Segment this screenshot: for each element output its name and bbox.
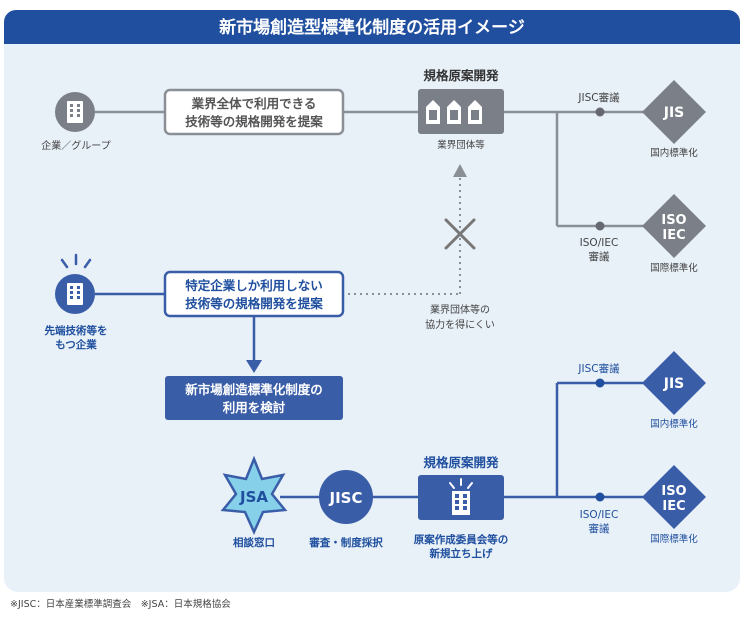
- bottom-dev-caption-line2: 新規立ち上げ: [430, 547, 493, 560]
- bottom-iso-badge-line2: IEC: [662, 499, 685, 514]
- top-iso-caption: 国際標準化: [650, 262, 698, 274]
- top-iso-badge-line2: IEC: [662, 228, 685, 243]
- top-proposal-line1: 業界全体で利用できる: [191, 96, 317, 111]
- company-group-label: 企業／グループ: [41, 139, 110, 152]
- bottom-jis-badge: JIS: [663, 376, 685, 392]
- bottom-jisc-review-label: JISC審議: [577, 362, 620, 375]
- blocked-note-line2: 協力を得にくい: [425, 318, 495, 331]
- advanced-company-line2: もつ企業: [55, 338, 97, 351]
- new-building-icon: [449, 478, 473, 515]
- top-dev-title: 規格原案開発: [423, 68, 499, 83]
- top-iso-review-line1: ISO/IEC: [580, 237, 619, 249]
- new-system-line1: 新市場創造標準化制度の: [185, 382, 323, 397]
- jsa-badge: JSA: [239, 488, 268, 506]
- bottom-iso-review-dot: [595, 492, 605, 502]
- building-icon: [67, 283, 83, 305]
- jisc-review-dot: [595, 107, 605, 117]
- bottom-proposal-line1: 特定企業しか利用しない: [185, 278, 323, 293]
- bottom-iso-review-line1: ISO/IEC: [580, 509, 619, 521]
- bottom-dev-caption-line1: 原案作成委員会等の: [414, 533, 509, 546]
- diagram-title: 新市場創造型標準化制度の活用イメージ: [219, 17, 525, 38]
- iso-review-dot: [595, 221, 605, 231]
- top-iso-diamond: [642, 194, 706, 258]
- top-jis-caption: 国内標準化: [650, 147, 698, 159]
- jisc-circle: [319, 470, 373, 524]
- bottom-iso-badge-line1: ISO: [661, 484, 686, 499]
- blocked-arrowhead: [453, 164, 467, 177]
- top-jis-badge: JIS: [663, 105, 685, 121]
- footnote: ※JISC：日本産業標準調査会 ※JSA：日本規格協会: [10, 598, 231, 610]
- new-system-line2: 利用を検討: [223, 400, 286, 415]
- top-jisc-review-label: JISC審議: [577, 91, 620, 104]
- bottom-jisc-review-dot: [595, 378, 605, 388]
- jisc-caption: 審査・制度採択: [308, 536, 383, 549]
- bottom-jis-caption: 国内標準化: [650, 418, 698, 430]
- jisc-badge: JISC: [329, 489, 363, 507]
- sparkle-icon: [60, 253, 92, 269]
- bottom-iso-diamond: [642, 465, 706, 529]
- building-icon: [67, 101, 83, 123]
- blocked-note-line1: 業界団体等の: [430, 303, 490, 316]
- bottom-iso-review-line2: 審議: [589, 522, 610, 535]
- bottom-dev-title: 規格原案開発: [423, 455, 499, 470]
- top-iso-badge-line1: ISO: [661, 213, 686, 228]
- new-system-box: [165, 376, 343, 420]
- top-jis-diamond: [642, 80, 706, 144]
- jsa-star: [220, 455, 288, 536]
- bottom-iso-caption: 国際標準化: [650, 533, 698, 545]
- cross-icon: [444, 218, 476, 250]
- jsa-caption: 相談窓口: [233, 536, 275, 549]
- top-iso-review-line2: 審議: [589, 250, 610, 263]
- bottom-jis-diamond: [642, 351, 706, 415]
- diagram-panel: [4, 10, 740, 592]
- top-dev-subtitle: 業界団体等: [437, 139, 485, 151]
- down-arrowhead: [246, 360, 262, 373]
- top-proposal-box: [163, 88, 345, 136]
- bottom-proposal-line2: 技術等の規格開発を提案: [185, 296, 323, 311]
- top-proposal-line2: 技術等の規格開発を提案: [185, 114, 323, 129]
- factory-icon: [426, 100, 482, 124]
- advanced-company-line1: 先端技術等を: [45, 324, 108, 337]
